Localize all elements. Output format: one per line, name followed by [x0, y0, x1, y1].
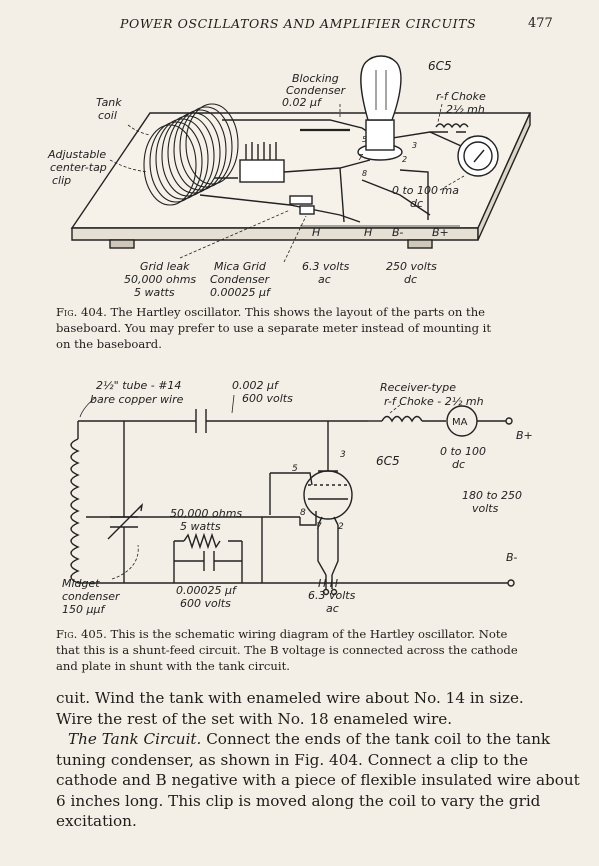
label-rf-choke: r-f Choke - 2½ mh	[384, 395, 484, 408]
label-b-minus: B-	[506, 551, 517, 564]
terminal-h1: H	[312, 226, 320, 239]
label-grid-cap-volts: 600 volts	[180, 597, 231, 610]
tube-6c5-envelope	[360, 55, 402, 121]
label-grid-leak-ohms: 50,000 ohms	[124, 273, 196, 286]
pin-7: 7	[316, 522, 322, 532]
label-grid-leak-ohms: 50,000 ohms	[170, 507, 242, 520]
label-6-3-volts: 6.3 volts	[302, 260, 350, 273]
label-meter-dc: dc	[410, 197, 423, 210]
label-meter-range: 0 to 100	[440, 445, 486, 458]
grid-leak-resistor-symbol	[183, 532, 221, 550]
label-blocking-1: Blocking	[292, 72, 339, 85]
label-receiver-type: Receiver-type	[380, 381, 456, 394]
figure-404-number: Fig. 404.	[56, 305, 107, 319]
label-6c5: 6C5	[376, 454, 400, 468]
tank-coil	[143, 103, 239, 206]
midget-condenser-symbol	[107, 504, 143, 540]
label-condenser: condenser	[62, 590, 121, 603]
label-grid-leak-watts: 5 watts	[180, 520, 221, 533]
figure-404-caption: Fig. 404. The Hartley oscillator. This s…	[56, 305, 492, 351]
label-cap-volts: 600 volts	[242, 392, 293, 405]
label-grid-cap-value: 0.00025 μf	[176, 584, 238, 597]
label-midget: Midget	[62, 577, 100, 590]
label-ma: MA	[452, 417, 468, 428]
pin-2: 2	[402, 155, 407, 164]
label-cap-value: 0.002 μf	[232, 379, 280, 392]
terminal-b-minus: B-	[392, 226, 403, 239]
figure-405-number: Fig. 405.	[56, 627, 107, 641]
label-heater-volts: 6.3 volts	[308, 589, 356, 602]
figure-404-pictorial: 6C5 Blocking Condenser 0.02 μf r-f Choke…	[47, 55, 532, 299]
terminal-b-plus: B+	[432, 226, 449, 239]
label-choke-2: 2½ mh	[446, 103, 485, 116]
grid-blocking-condenser	[195, 409, 207, 433]
foot-left	[109, 239, 135, 249]
label-mica-condenser: Condenser	[210, 273, 271, 286]
pin-7: 7	[358, 153, 364, 162]
label-grid-leak: Grid leak	[140, 260, 190, 273]
rf-choke-on-board	[435, 123, 469, 129]
pin-8: 8	[300, 508, 306, 518]
pin-3: 3	[412, 141, 417, 150]
label-mica: Mica Grid	[214, 260, 267, 273]
label-choke-1: r-f Choke	[436, 90, 486, 103]
label-mica-value: 0.00025 μf	[210, 286, 272, 299]
rf-choke-symbol	[381, 415, 423, 423]
pin-3: 3	[340, 450, 346, 460]
grid-leak-on-board	[289, 195, 313, 205]
baseboard-front	[71, 227, 479, 241]
label-coil: coil	[98, 109, 117, 122]
label-blocking-3: 0.02 μf	[282, 96, 323, 109]
label-grid-leak-watts: 5 watts	[134, 286, 175, 299]
pin-5: 5	[362, 135, 367, 144]
label-b-plus: B+	[516, 429, 533, 442]
label-heater-ac: ac	[326, 602, 339, 615]
figure-405-caption: Fig. 405. This is the schematic wiring d…	[56, 627, 518, 673]
label-6-3-ac: ac	[318, 273, 331, 286]
figure-405-schematic: 2½" tube - #14 bare copper wire 0.002 μf…	[62, 379, 533, 616]
mica-condenser-on-board	[299, 205, 315, 215]
label-tank: Tank	[96, 96, 122, 109]
page-number: 477	[528, 16, 553, 31]
label-6c5: 6C5	[428, 59, 452, 73]
label-250-dc: dc	[404, 273, 417, 286]
label-blocking-2: Condenser	[286, 84, 347, 97]
label-supply-range: 180 to 250	[462, 489, 522, 502]
label-supply-volts: volts	[472, 502, 499, 515]
label-250-volts: 250 volts	[386, 260, 437, 273]
grid-condenser-symbol	[203, 551, 215, 571]
tuning-condenser	[239, 142, 285, 183]
tank-coil-symbol	[70, 438, 80, 584]
label-center-tap: center-tap	[50, 161, 107, 174]
pin-2: 2	[338, 522, 344, 532]
label-meter-dc: dc	[452, 458, 465, 471]
label-clip: clip	[52, 174, 71, 187]
terminal-h2: H	[364, 226, 372, 239]
label-heater-hh: H H	[318, 577, 338, 590]
pin-8: 8	[362, 169, 367, 178]
label-meter-range: 0 to 100 ma	[392, 184, 459, 197]
label-midget-value: 150 μμf	[62, 603, 106, 616]
body-text: cuit. Wind the tank with enameled wire a…	[56, 689, 580, 830]
pin-5: 5	[292, 464, 298, 474]
label-bare-copper-wire: bare copper wire	[90, 393, 184, 406]
foot-right	[407, 239, 433, 249]
label-adjustable: Adjustable	[47, 148, 106, 161]
paragraph-title-tank-circuit: The Tank Circuit.	[68, 730, 202, 748]
running-header: POWER OSCILLATORS AND AMPLIFIER CIRCUITS	[120, 16, 477, 31]
label-tank-tube: 2½" tube - #14	[96, 379, 181, 392]
